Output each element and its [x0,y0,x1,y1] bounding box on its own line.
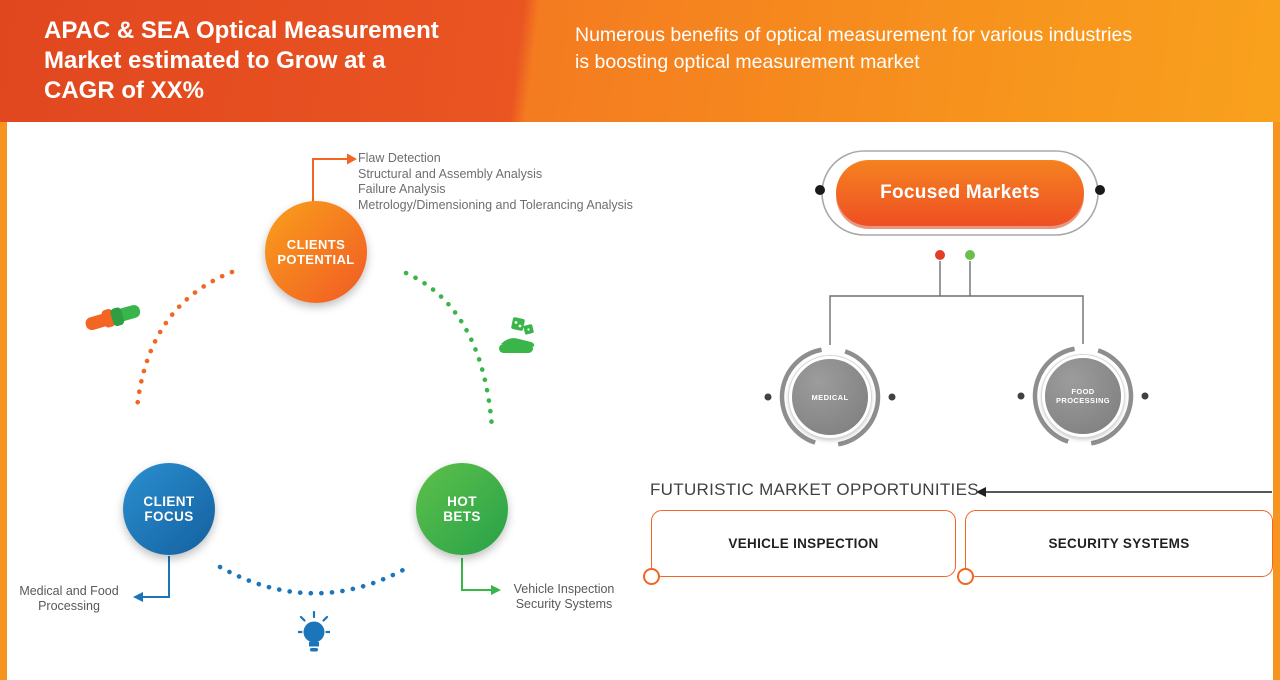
branch-connector [829,295,1084,345]
client-focus-circle: CLIENT FOCUS [123,463,215,555]
food-right-dot [1141,392,1149,400]
futuristic-heading: FUTURISTIC MARKET OPPORTUNITIES [650,480,979,499]
red-branch-dot [935,250,945,260]
page-title: APAC & SEA Optical Measurement Market es… [44,17,439,104]
client-focus-arrowhead [133,592,143,602]
client-focus-note: Medical and Food Processing [19,584,119,613]
money-hand-icon [499,317,535,353]
medical-node-label: MEDICAL [811,392,849,402]
clients-potential-callout-arrow [347,153,357,165]
medical-right-dot [888,393,896,401]
box-corner-circle [643,568,660,585]
client-focus-label: CLIENT FOCUS [143,494,195,524]
food-processing-node-label: FOOD PROCESSING [1055,387,1110,405]
clients-potential-label: CLIENTS POTENTIAL [277,237,355,267]
vehicle-inspection-label: VEHICLE INSPECTION [728,536,879,551]
hot-bets-arrow-line [461,558,491,591]
lightbulb-icon [298,611,330,652]
list-item: Flaw Detection [358,151,441,165]
focused-markets-label: Focused Markets [880,182,1040,203]
vehicle-inspection-box: VEHICLE INSPECTION [643,510,956,585]
food-processing-node: FOOD PROCESSING [1042,355,1124,437]
blue-dotted-arc [217,564,406,596]
pill-right-dot [1095,185,1105,195]
pill-left-dot [815,185,825,195]
focused-markets-pill: Focused Markets [836,160,1084,226]
clients-potential-list: Flaw Detection Structural and Assembly A… [358,151,633,213]
header-banner: APAC & SEA Optical Measurement Market es… [0,0,1280,122]
orange-dotted-arc [134,269,235,411]
client-focus-arrow-line [143,556,170,598]
medical-left-dot [764,393,772,401]
medical-node: MEDICAL [789,356,871,438]
food-left-dot [1017,392,1025,400]
box-corner-circle [957,568,974,585]
list-item: Failure Analysis [358,182,446,197]
left-edge-strip [0,122,7,680]
hot-bets-circle: HOT BETS [416,463,508,555]
list-item: Structural and Assembly Analysis [358,166,543,181]
branch-stub-lines [939,261,971,296]
security-systems-box: SECURITY SYSTEMS [957,510,1273,585]
clients-potential-callout-line [312,158,347,203]
green-dotted-arc [403,270,495,431]
hot-bets-label: HOT BETS [443,494,481,524]
right-edge-strip [1273,122,1280,680]
hot-bets-note: Vehicle Inspection Security Systems [513,582,615,611]
green-branch-dot [965,250,975,260]
handshake-icon [85,304,141,331]
page-subtitle: Numerous benefits of optical measurement… [575,24,1133,73]
clients-potential-circle: CLIENTS POTENTIAL [265,201,367,303]
list-item: Metrology/Dimensioning and Tolerancing A… [358,197,633,212]
security-systems-label: SECURITY SYSTEMS [1048,536,1190,551]
